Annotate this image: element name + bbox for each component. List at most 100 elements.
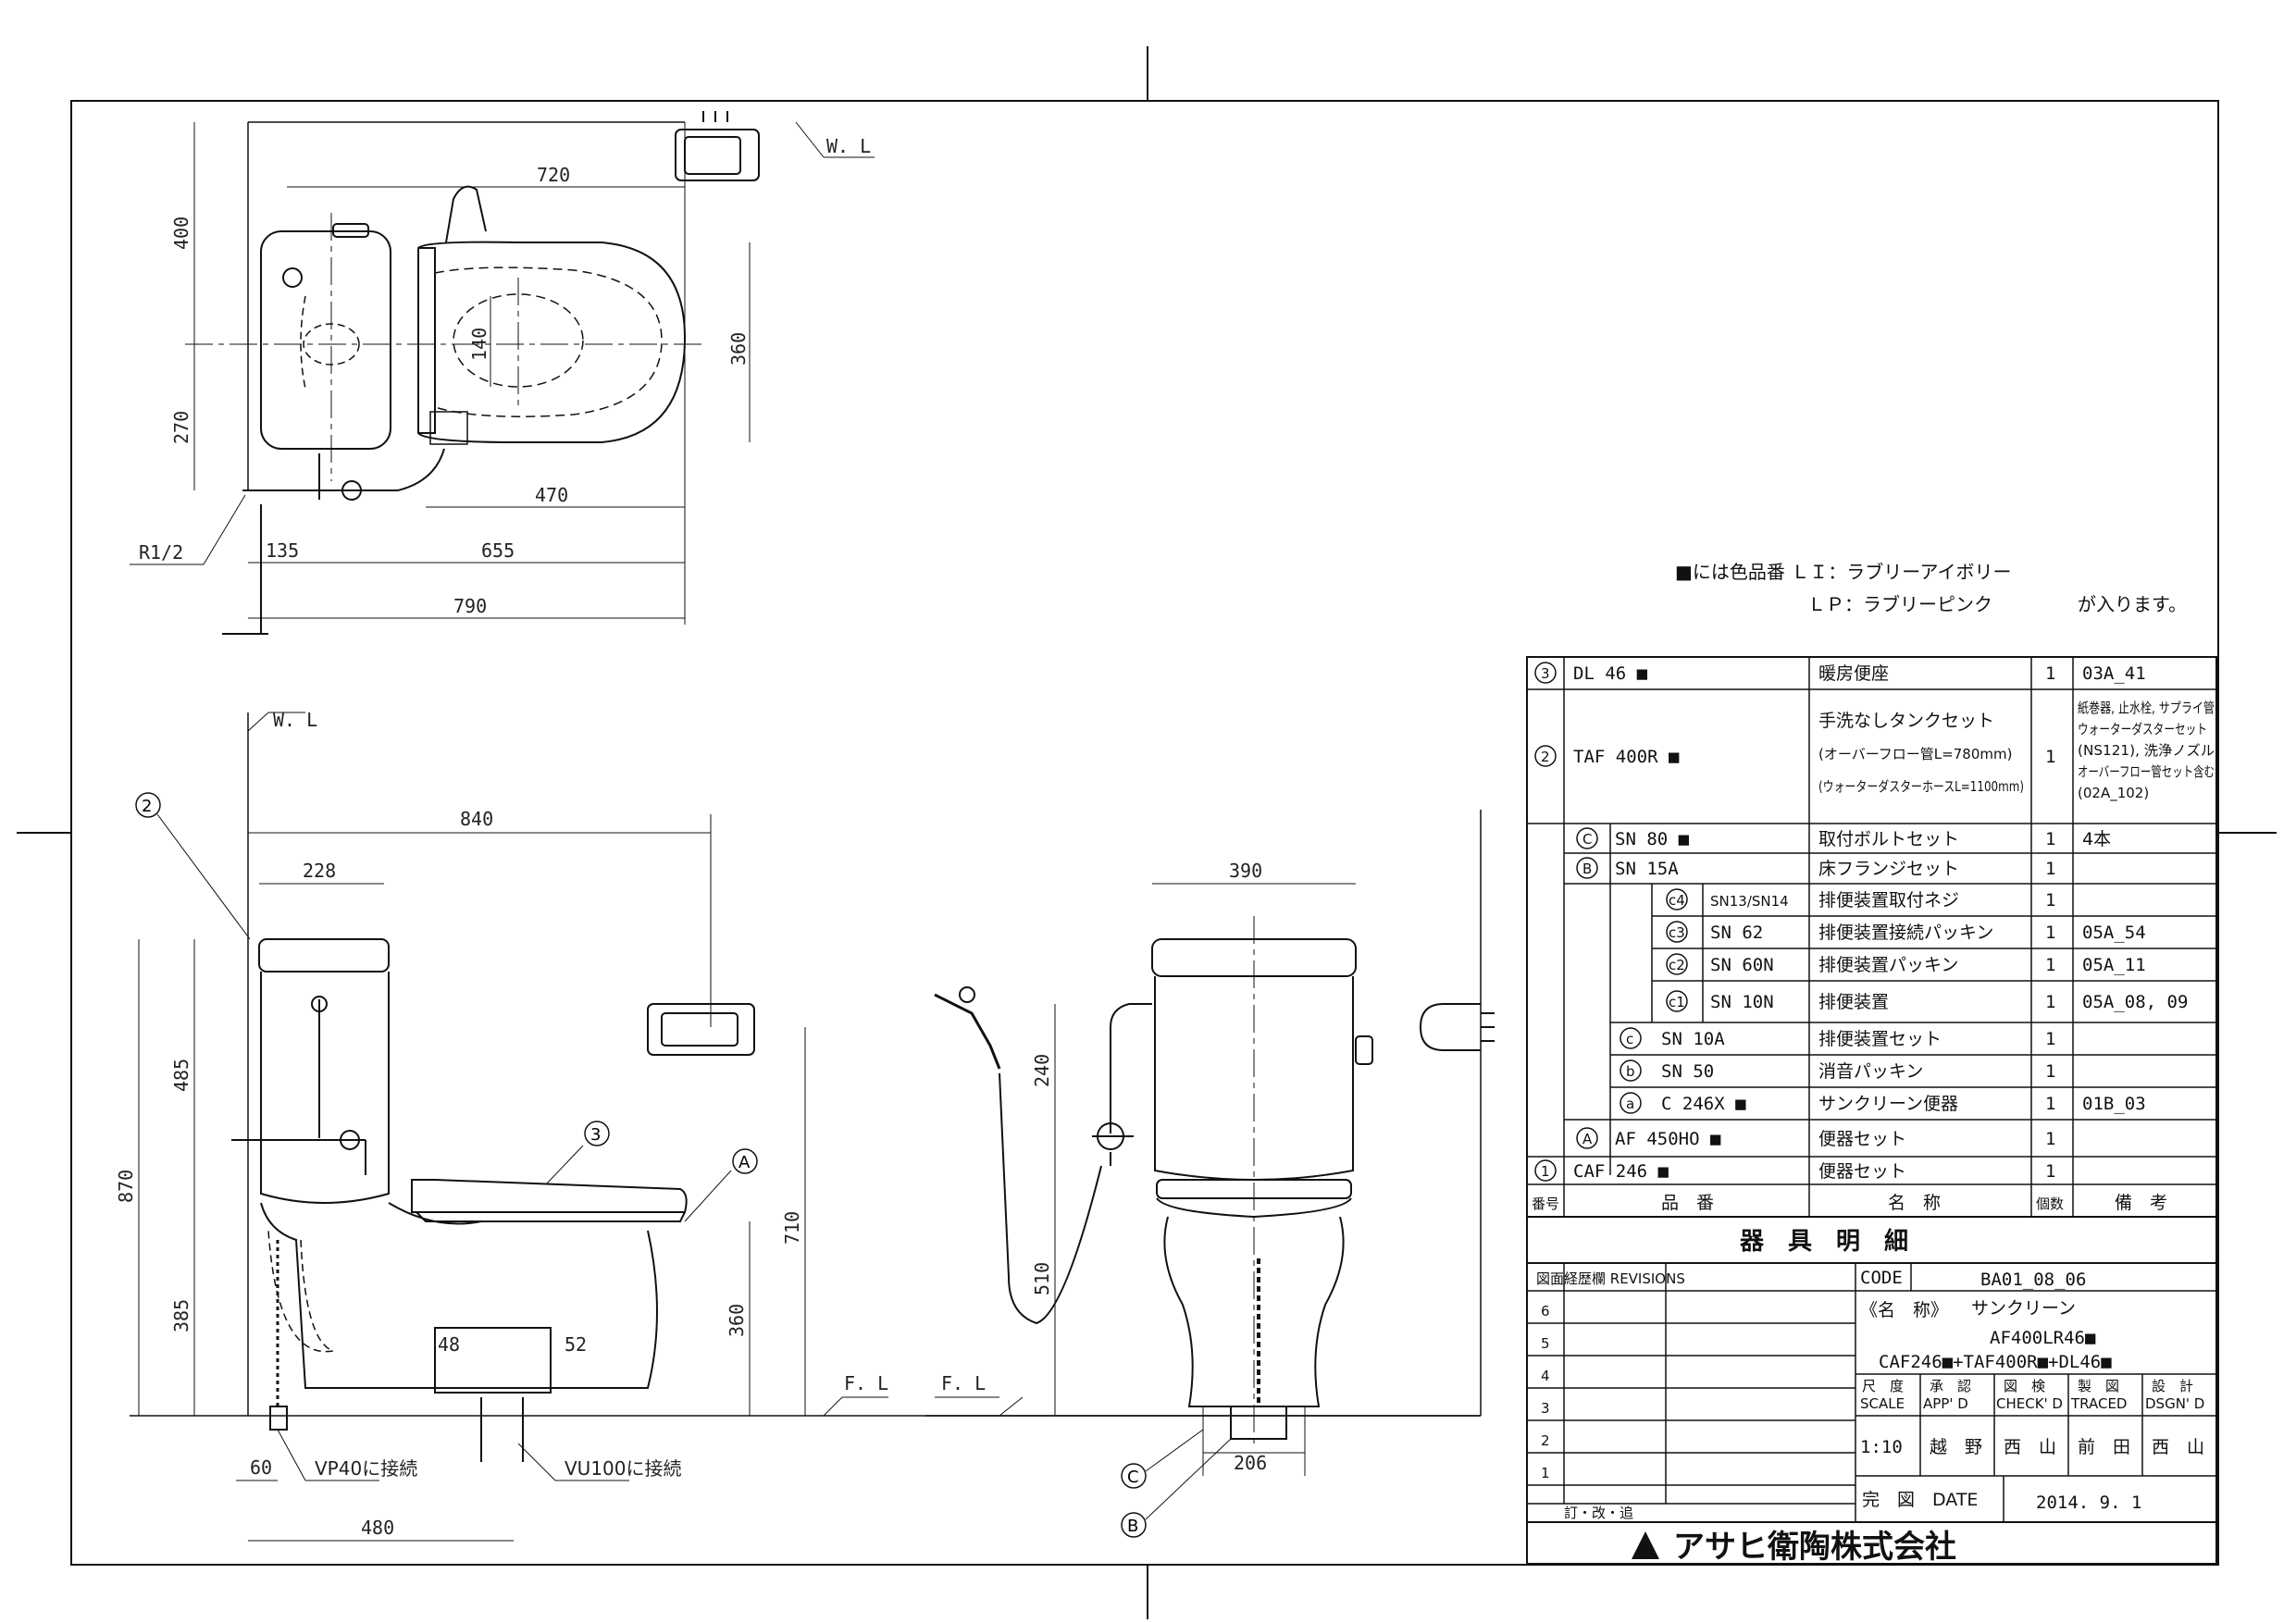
dim-52: 52	[565, 1333, 587, 1356]
part-name: 暖房便座	[1818, 663, 1889, 684]
header-name: 名 称	[1888, 1193, 1941, 1213]
dim-400: 400	[170, 217, 192, 250]
part-no: c2	[1669, 957, 1685, 973]
sign-traced: 前 田	[2078, 1437, 2130, 1457]
dim-360-side: 360	[726, 1304, 748, 1337]
model-number: AF400LR46■	[1990, 1328, 2096, 1348]
part-name: サンクリーン便器	[1818, 1094, 1958, 1114]
dim-655: 655	[481, 539, 515, 562]
part-note: ウォーターダスターセット	[2078, 721, 2207, 737]
scale-value: 1:10	[1860, 1437, 1903, 1457]
part-name: 排便装置	[1818, 992, 1889, 1012]
part-no: c1	[1669, 994, 1685, 1010]
appd-title: 承 認	[1930, 1378, 1971, 1394]
part-code: SN 50	[1661, 1061, 1714, 1082]
part-no: c	[1626, 1031, 1633, 1047]
revisions-label: 図面経歴欄 REVISIONS	[1536, 1270, 1685, 1287]
front-view	[925, 810, 1495, 1520]
part-name: 消音パッキン	[1818, 1061, 1923, 1082]
part-qty: 1	[2045, 859, 2055, 879]
part-note: 05A_54	[2082, 923, 2146, 943]
note-line1: ■には色品番 ＬＩ：ラブリーアイボリー	[1675, 561, 2011, 583]
dim-710: 710	[781, 1211, 803, 1245]
plan-view-dims: 400 720 360 140 270 470 655 790 R1/2 135…	[139, 135, 871, 617]
header-no: 番号	[1532, 1196, 1559, 1212]
sign-dsgn: 西 山	[2152, 1437, 2204, 1457]
revision-mark: 2	[1541, 1432, 1550, 1449]
part-note: 05A_11	[2082, 955, 2146, 975]
date-value: 2014. 9. 1	[2036, 1493, 2141, 1513]
revision-mark: 5	[1541, 1335, 1550, 1352]
part-qty: 1	[2045, 663, 2055, 684]
note-line2: ＬＰ：ラブリーピンク	[1807, 593, 1992, 615]
sign-check: 西 山	[2004, 1437, 2056, 1457]
part-qty: 1	[2045, 992, 2055, 1012]
parts-table	[1526, 656, 2217, 1565]
part-name-detail: (オーバーフロー管L=780mm)	[1818, 746, 2012, 762]
revision-mark: 1	[1541, 1465, 1550, 1481]
dsgn-title-en: DSGN' D	[2145, 1395, 2204, 1412]
dim-360: 360	[727, 332, 750, 365]
code-value: BA01_08_06	[1980, 1270, 2086, 1290]
part-no: B	[1582, 861, 1592, 877]
part-name: 排便装置取付ネジ	[1818, 890, 1959, 911]
company-logo-icon	[1632, 1531, 1659, 1559]
part-name: 便器セット	[1818, 1161, 1906, 1182]
part-note: (02A_102)	[2078, 785, 2149, 802]
dim-r12: R1/2	[139, 541, 183, 564]
part-qty: 1	[2045, 1129, 2055, 1149]
wl-label-top: W. L	[826, 135, 871, 157]
callout-c: C	[1127, 1468, 1139, 1487]
model-sub: CAF246■+TAF400R■+DL46■	[1879, 1352, 2112, 1372]
vp40-label: VP40に接続	[315, 1457, 417, 1480]
table-title: 器 具 明 細	[1739, 1228, 1908, 1256]
front-view-dims: 390 240 510 206 F. L	[941, 860, 1267, 1474]
part-qty: 1	[2045, 890, 2055, 911]
appd-title-en: APP' D	[1923, 1395, 1968, 1412]
part-note: (NS121), 洗浄ノズル	[2078, 742, 2215, 759]
part-qty: 1	[2045, 1161, 2055, 1182]
name-label: 《名 称》	[1860, 1300, 1948, 1320]
part-name: 排便装置接続パッキン	[1818, 923, 1993, 943]
dim-790: 790	[453, 595, 487, 617]
parts-rows: 3 DL 46 ■ 暖房便座 1 03A_41 2 TAF 400R ■ 手洗な…	[1541, 663, 2215, 1182]
dim-470: 470	[535, 484, 568, 506]
part-code: SN 10N	[1710, 992, 1774, 1012]
part-code: TAF 400R ■	[1573, 747, 1680, 767]
plan-view	[130, 111, 875, 635]
dim-270: 270	[170, 411, 192, 444]
part-note: 01B_03	[2082, 1094, 2146, 1114]
dim-510: 510	[1031, 1262, 1053, 1295]
part-no: a	[1626, 1096, 1634, 1112]
part-note: 03A_41	[2082, 663, 2146, 684]
part-qty: 1	[2045, 1029, 2055, 1049]
revision-mark: 3	[1541, 1400, 1550, 1417]
table-header: 番号 品 番 名 称 個数 備 考 器 具 明 細	[1532, 1193, 2167, 1256]
part-qty: 1	[2045, 923, 2055, 943]
traced-title-en: TRACED	[2070, 1395, 2127, 1412]
callout-a: A	[738, 1153, 751, 1172]
part-no: b	[1626, 1063, 1635, 1080]
part-qty: 1	[2045, 1061, 2055, 1082]
vu100-label: VU100に接続	[565, 1457, 682, 1480]
part-code: DL 46 ■	[1573, 663, 1648, 684]
sign-appd: 越 野	[1930, 1437, 1982, 1457]
part-name: 手洗なしタンクセット	[1818, 711, 1994, 731]
check-title-en: CHECK' D	[1996, 1395, 2063, 1412]
callouts: 2 3 A C B	[135, 792, 1147, 1538]
callout-b: B	[1127, 1517, 1138, 1536]
part-qty: 1	[2045, 829, 2055, 849]
company-name: アサヒ衛陶株式会社	[1673, 1529, 1956, 1566]
part-qty: 1	[2045, 955, 2055, 975]
date-label: 完 図 DATE	[1862, 1490, 1978, 1510]
revision-mark: 4	[1541, 1368, 1550, 1384]
revision-footer: 訂・改・追	[1564, 1505, 1633, 1521]
header-code: 品 番	[1661, 1193, 1714, 1213]
part-note: 4本	[2082, 829, 2111, 849]
part-qty: 1	[2045, 1094, 2055, 1114]
part-note: 05A_08, 09	[2082, 992, 2188, 1012]
part-code: CAF 246 ■	[1573, 1161, 1669, 1182]
part-code: SN 15A	[1615, 859, 1679, 879]
dim-870: 870	[115, 1170, 137, 1203]
